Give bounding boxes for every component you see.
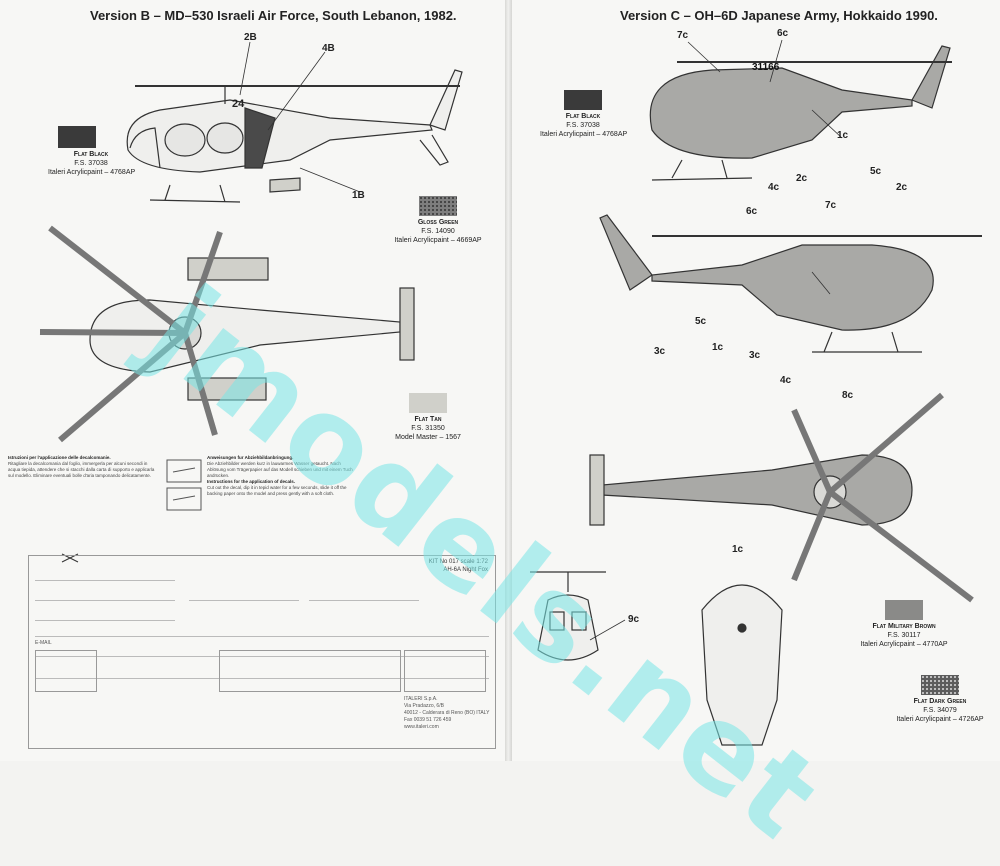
right-page: Version C – OH–6D Japanese Army, Hokkaid…: [512, 0, 1000, 761]
callout-1c-b: 1c: [712, 342, 724, 353]
swatch-gloss-green-b: Gloss Green F.S. 14090 Italeri Acrylicpa…: [386, 196, 490, 245]
callout-6c-b: 6c: [746, 206, 758, 217]
order-form: E-MAIL ITALERI S.p.A. Via Pradazzo, 6/B …: [28, 555, 496, 749]
callout-3c-a: 3c: [654, 346, 666, 357]
flat-black-chip-c: [564, 90, 602, 110]
left-page: Version B – MD–530 Israeli Air Force, So…: [0, 0, 506, 761]
callout-3c-b: 3c: [749, 350, 761, 361]
callout-4c-a: 4c: [768, 182, 780, 193]
form-box-center: [219, 650, 401, 692]
company-name: ITALERI S.p.A.: [404, 696, 438, 702]
instructions-italian: Istruzioni per l'applicazione delle deca…: [8, 455, 155, 478]
company-address-2: 40012 - Calderara di Reno (BO) ITALY: [404, 710, 490, 716]
callout-4b: 4B: [322, 43, 335, 54]
kit-info: KIT No 017 scale 1:72 AH-6A Night Fox: [428, 559, 488, 573]
page-fold: [505, 0, 513, 761]
company-phone: Fax 0039 51 726 459: [404, 717, 452, 723]
fuselage-code: 24: [232, 98, 245, 110]
version-b-title: Version B – MD–530 Israeli Air Force, So…: [90, 8, 457, 23]
flat-dark-green-chip: [921, 675, 959, 695]
form-box-right: [404, 650, 486, 692]
swatch-flat-tan-b: Flat Tan F.S. 31350 Model Master – 1567: [380, 393, 476, 442]
callout-7c-b: 7c: [825, 200, 837, 211]
version-b-side-view: [39, 41, 463, 443]
callout-9c: 9c: [628, 614, 640, 625]
callout-2b: 2B: [244, 32, 257, 43]
email-label: E-MAIL: [35, 640, 52, 646]
decal-hand-illustration: [166, 459, 202, 511]
callout-8c: 8c: [842, 390, 854, 401]
callout-2c-a: 2c: [796, 173, 808, 184]
version-c-title: Version C – OH–6D Japanese Army, Hokkaid…: [620, 8, 938, 23]
flat-tan-chip: [409, 393, 447, 413]
swatch-flat-dark-green: Flat Dark Green F.S. 34079 Italeri Acryl…: [892, 675, 988, 724]
callout-5c-b: 5c: [695, 316, 707, 327]
swatch-flat-black-c: Flat Black F.S. 37038 Italeri Acrylicpai…: [540, 90, 627, 139]
callout-1c: 1c: [837, 130, 849, 141]
callout-6c: 6c: [777, 28, 789, 39]
swatch-flat-military-brown: Flat Military Brown F.S. 30117 Italeri A…: [852, 600, 956, 649]
callout-1b: 1B: [352, 190, 365, 201]
gloss-green-chip: [419, 196, 457, 216]
form-box-left: [35, 650, 97, 692]
callout-7c: 7c: [677, 30, 689, 41]
flat-military-brown-chip: [885, 600, 923, 620]
callout-4c-b: 4c: [780, 375, 792, 386]
swatch-flat-black-b: Flat Black F.S. 37038 Italeri Acrylicpai…: [48, 126, 135, 177]
instructions-german-english: Anweisungen fur Abziehbildanbringung. Di…: [207, 455, 353, 496]
registration-marking: 31166: [752, 62, 780, 73]
flat-black-chip: [58, 126, 96, 148]
company-web: www.italeri.com: [404, 724, 439, 730]
callout-1c-bottom: 1c: [732, 544, 744, 555]
company-address-1: Via Pradazzo, 6/B: [404, 703, 444, 709]
callout-5c: 5c: [870, 166, 882, 177]
version-c-views: [530, 39, 982, 746]
callout-2c-b: 2c: [896, 182, 908, 193]
